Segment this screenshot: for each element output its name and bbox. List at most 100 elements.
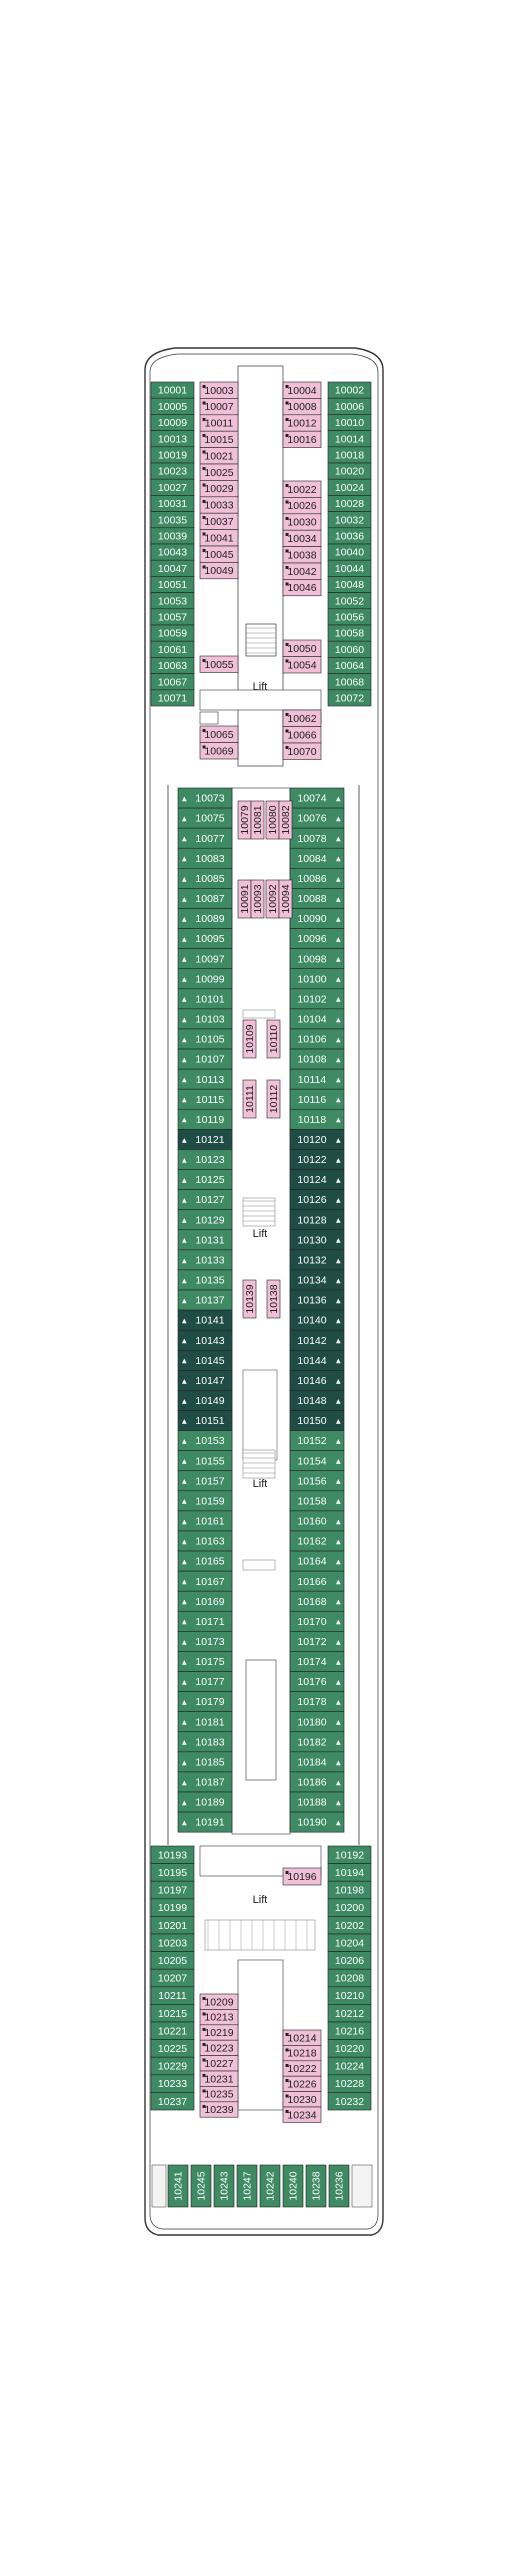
cabin-10243[interactable] (213, 2164, 235, 2208)
cabin-10081[interactable] (250, 800, 265, 840)
cabin-number: 10211 (158, 1990, 187, 2002)
cabin-10139[interactable] (242, 1279, 257, 1319)
direction-marker: ▲ (336, 1117, 341, 1124)
accessibility-marker: ▪ (202, 449, 206, 456)
label-layer: 1000110005100091001310019100231002710031… (158, 383, 364, 2201)
cabin-number: 10140 (297, 1315, 326, 1327)
cabin-10247[interactable] (236, 2164, 258, 2208)
direction-marker: ▲ (182, 1378, 187, 1385)
accessibility-marker: ▪ (285, 515, 289, 522)
cabin-10238[interactable] (305, 2164, 327, 2208)
direction-marker: ▲ (336, 1538, 341, 1545)
cabin-10072[interactable] (327, 689, 372, 707)
cabin-number: 10039 (158, 531, 187, 543)
cabin-10245[interactable] (190, 2164, 212, 2208)
cabin-number: 10209 (204, 1996, 233, 2008)
cabin-10240[interactable] (282, 2164, 304, 2208)
cabin-10071[interactable] (150, 689, 195, 707)
cabin-number: 10056 (335, 612, 364, 624)
cabin-number: 10168 (297, 1596, 326, 1608)
cabin-number: 10218 (287, 2048, 316, 2060)
cabin-number: 10060 (335, 644, 364, 656)
mid-corridor (231, 787, 291, 1835)
cabin-10049[interactable] (199, 562, 239, 580)
cabin-number: 10026 (287, 500, 316, 512)
cabin-10111[interactable] (242, 1079, 257, 1119)
cabin-number: 10016 (287, 434, 316, 446)
accessibility-marker: ▪ (202, 531, 206, 538)
cabin-10110[interactable] (266, 1019, 281, 1059)
cabin-number: 10091 (239, 884, 251, 913)
cabin-number: 10195 (158, 1867, 187, 1879)
direction-marker: ▲ (182, 1739, 187, 1746)
cabin-10046[interactable] (282, 579, 322, 597)
cabin-number: 10221 (158, 2025, 187, 2037)
direction-marker: ▲ (336, 1458, 341, 1465)
cabin-10054[interactable] (282, 656, 322, 674)
cabin-10241[interactable] (167, 2164, 189, 2208)
cabin-10093[interactable] (250, 879, 265, 919)
cabin-number: 10112 (268, 1085, 280, 1114)
cabin-number: 10139 (244, 1284, 256, 1313)
cabin-10237[interactable] (150, 2092, 195, 2111)
direction-marker: ▲ (182, 1679, 187, 1686)
accessibility-marker: ▪ (202, 2072, 206, 2079)
cabin-10190[interactable] (289, 1811, 345, 1833)
cabin-10070[interactable] (282, 742, 322, 760)
cabin-number: 10191 (195, 1817, 224, 1829)
accessibility-marker: ▪ (202, 2041, 206, 2048)
cabin-number: 10038 (287, 549, 316, 561)
direction-marker: ▲ (336, 1599, 341, 1606)
cabin-number: 10182 (297, 1736, 326, 1748)
cabin-number: 10004 (287, 385, 316, 397)
cabin-number: 10032 (335, 514, 364, 526)
cabin-10191[interactable] (177, 1811, 233, 1833)
cabin-10109[interactable] (242, 1019, 257, 1059)
accessibility-marker: ▪ (285, 548, 289, 555)
direction-marker: ▲ (182, 1318, 187, 1325)
accessibility-marker: ▪ (285, 2046, 289, 2053)
accessibility-marker: ▪ (202, 1995, 206, 2002)
cabin-10094[interactable] (278, 879, 293, 919)
cabin-number: 10237 (158, 2096, 187, 2108)
cabin-10082[interactable] (278, 800, 293, 840)
cabin-number: 10114 (298, 1074, 327, 1086)
cabin-number: 10204 (335, 1937, 364, 1949)
cabin-10242[interactable] (259, 2164, 281, 2208)
cabin-number: 10031 (158, 498, 187, 510)
cabin-number: 10208 (335, 1973, 364, 1985)
cabin-10055[interactable] (199, 655, 239, 673)
cabin-10112[interactable] (266, 1079, 281, 1119)
cabin-10138[interactable] (266, 1279, 281, 1319)
cabin-10069[interactable] (199, 742, 239, 760)
direction-marker: ▲ (182, 1518, 187, 1525)
direction-marker: ▲ (336, 996, 341, 1003)
cabin-number: 10145 (195, 1355, 224, 1367)
cabin-number: 10228 (335, 2078, 364, 2090)
cabin-number: 10029 (204, 483, 233, 495)
cabin-10239[interactable] (199, 2101, 239, 2118)
cabin-10016[interactable] (282, 430, 322, 448)
direction-marker: ▲ (182, 1719, 187, 1726)
cabin-number: 10103 (195, 1014, 224, 1026)
cabin-number: 10025 (204, 467, 233, 479)
cabin-number: 10141 (195, 1315, 224, 1327)
cabin-10232[interactable] (327, 2092, 372, 2111)
cabin-number: 10153 (195, 1435, 224, 1447)
cabin-number: 10049 (204, 565, 233, 577)
cabin-10234[interactable] (282, 2106, 322, 2123)
direction-marker: ▲ (182, 816, 187, 823)
direction-marker: ▲ (182, 936, 187, 943)
hull-shape (144, 347, 384, 2236)
cabin-number: 10186 (297, 1777, 326, 1789)
cabin-number: 10152 (297, 1435, 326, 1447)
direction-marker: ▲ (336, 1237, 341, 1244)
cabin-number: 10223 (204, 2043, 233, 2055)
cabin-number: 10159 (195, 1495, 224, 1507)
direction-marker: ▲ (336, 1318, 341, 1325)
cabin-number: 10201 (158, 1920, 187, 1932)
cabin-10196[interactable] (282, 1867, 322, 1886)
cabin-10236[interactable] (328, 2164, 350, 2208)
cabin-number: 10231 (204, 2073, 233, 2085)
accessibility-marker: ▪ (202, 563, 206, 570)
